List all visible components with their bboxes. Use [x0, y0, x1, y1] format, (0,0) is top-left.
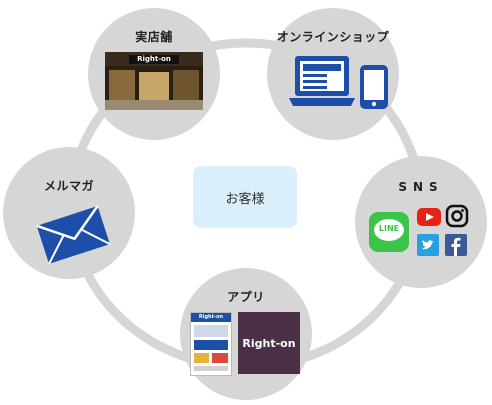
laptop-icon	[289, 56, 355, 106]
phone-app-logo: Right-on	[191, 313, 231, 322]
line-text: LINE	[378, 224, 400, 233]
customer-center: お客様	[193, 166, 297, 228]
youtube-icon	[417, 208, 441, 226]
instagram-icon	[445, 204, 469, 228]
app-screen-icon: Right-on	[190, 312, 232, 376]
app-logo-text: Right-on	[242, 336, 296, 350]
node-online-shop: オンラインショップ	[267, 8, 399, 140]
node-sns: SNS LINE	[355, 156, 487, 288]
facebook-icon	[445, 234, 467, 256]
node-store: 実店舗 Right-on	[88, 8, 220, 140]
storefront-photo: Right-on	[105, 52, 203, 110]
app-logo-icon: Right-on	[238, 312, 300, 374]
center-label: お客様	[225, 191, 265, 207]
sns-label: SNS	[398, 180, 444, 194]
node-app: アプリ Right-on Right-on	[180, 268, 312, 400]
store-label: 実店舗	[135, 30, 173, 44]
store-sign: Right-on	[129, 55, 179, 64]
online-shop-label: オンラインショップ	[276, 30, 390, 44]
smartphone-icon	[360, 65, 388, 109]
node-mail-magazine: メルマガ	[3, 147, 135, 279]
envelope-icon	[36, 205, 111, 265]
line-icon: LINE	[369, 212, 409, 252]
mail-magazine-label: メルマガ	[43, 179, 94, 193]
app-label: アプリ	[227, 290, 265, 304]
twitter-icon	[417, 234, 439, 256]
